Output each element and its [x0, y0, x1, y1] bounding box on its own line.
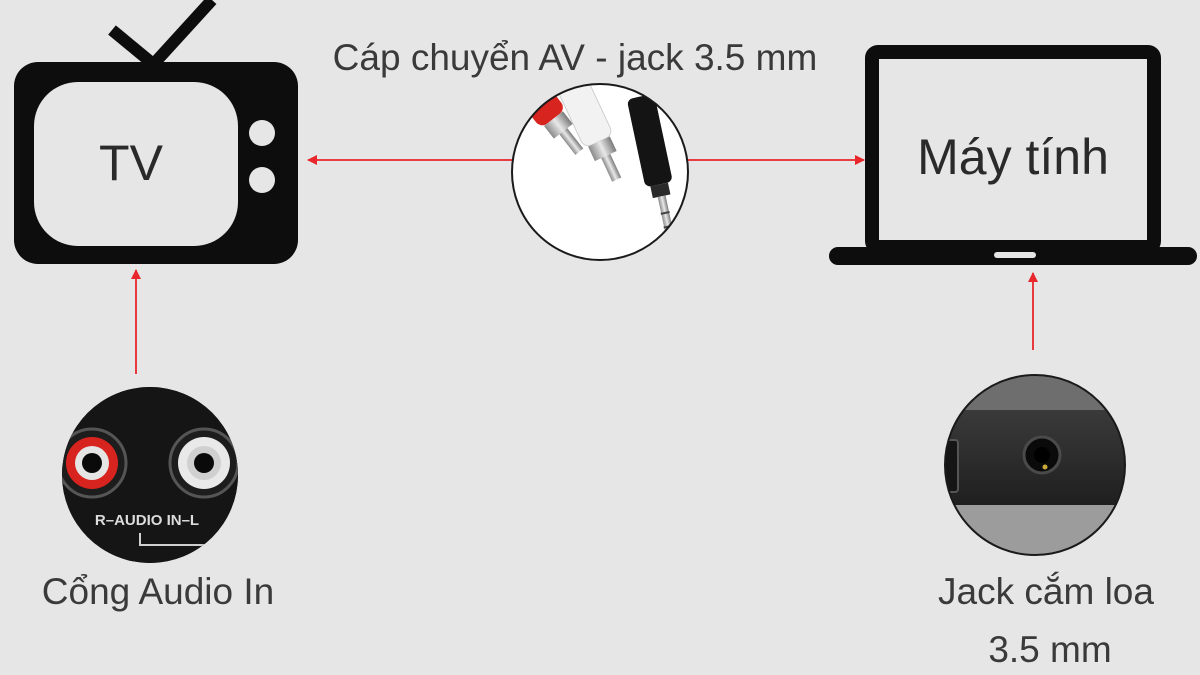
headphone-jack-photo — [944, 374, 1126, 556]
tv-icon — [14, 0, 298, 264]
cable-title: Cáp chuyển AV - jack 3.5 mm — [333, 37, 818, 78]
audio-in-port-text: R–AUDIO IN–L — [95, 512, 199, 529]
tv-label: TV — [99, 135, 164, 191]
laptop-icon — [829, 45, 1197, 265]
jack-caption-line2: 3.5 mm — [988, 629, 1111, 670]
laptop-label: Máy tính — [917, 129, 1109, 185]
audio-in-caption: Cổng Audio In — [42, 571, 274, 612]
audio-in-port-photo: R–AUDIO IN–L — [62, 387, 238, 563]
jack-caption-line1: Jack cắm loa — [938, 571, 1154, 612]
